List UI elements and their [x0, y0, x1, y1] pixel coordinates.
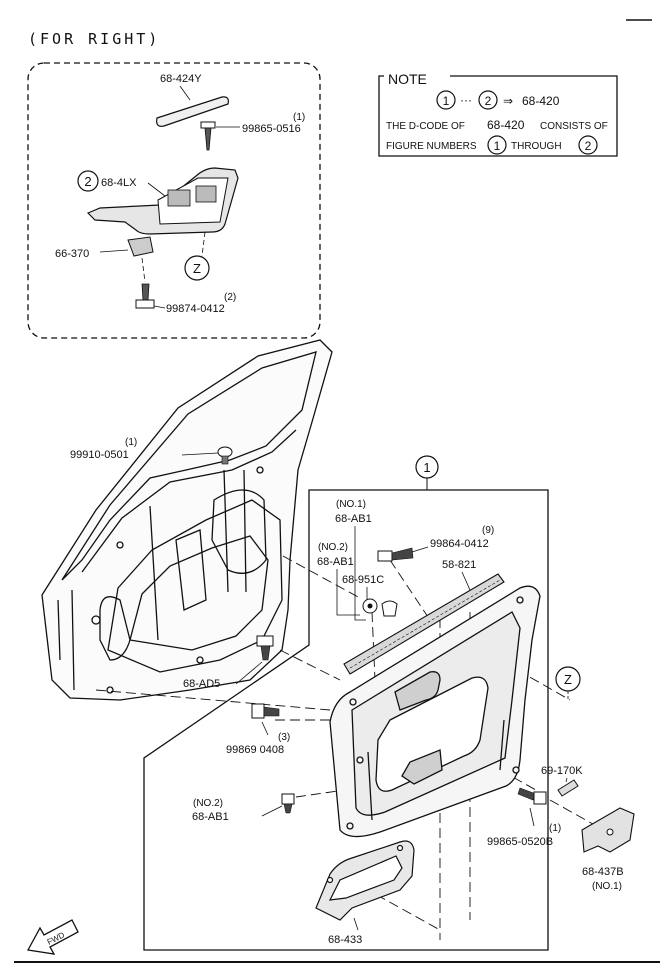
label-99864-0412: 99864-0412	[430, 538, 489, 550]
note-line2c: CONSISTS OF	[540, 121, 608, 132]
forward-arrow-icon: FWD	[26, 919, 79, 955]
label-68-ab1-b: 68-AB1	[317, 556, 354, 568]
screw-99874-0412	[135, 283, 155, 309]
grommet-68-951c	[362, 598, 398, 617]
note-circle-1: 1	[443, 94, 450, 108]
label-99869-0408: 99869 0408	[226, 744, 284, 756]
label-no1-b: (NO.1)	[592, 881, 622, 892]
note-arrow: ⇒	[503, 94, 513, 108]
label-68-433: 68-433	[328, 934, 362, 946]
qty-99864-0412: (9)	[482, 525, 494, 536]
diagram-title: (FOR RIGHT)	[28, 30, 160, 48]
screw-99865-0516	[200, 121, 216, 151]
note-circle-1b: 1	[494, 139, 501, 153]
label-68-ad5: 68-AD5	[183, 678, 220, 690]
label-no2-a: (NO.2)	[318, 542, 348, 553]
screw-99869-0408	[251, 703, 280, 719]
clip-66-370	[127, 236, 154, 257]
door-frame	[41, 339, 333, 701]
panel-assembly-box	[143, 489, 549, 951]
inset-box	[27, 62, 321, 339]
callout-z-right: Z	[564, 672, 572, 687]
label-99874-0412: 99874-0412	[166, 303, 225, 315]
bolt-68-ab1-no1	[377, 547, 414, 562]
note-range-code: 68-420	[522, 94, 560, 108]
label-99865-0520b: 99865-0520B	[487, 836, 553, 848]
label-no2-b: (NO.2)	[193, 798, 223, 809]
door-trim-panel	[329, 585, 541, 838]
note-box: NOTE 1 ··· 2 ⇒ 68-420 THE D-CODE OF 68-4…	[378, 71, 618, 157]
label-68-ab1-c: 68-AB1	[192, 811, 229, 823]
qty-99869-0408: (3)	[278, 732, 290, 743]
label-99865-0516: 99865-0516	[242, 123, 301, 135]
qty-99910-0501: (1)	[125, 437, 137, 448]
label-58-821: 58-821	[442, 559, 476, 571]
qty-99865-0516: (1)	[293, 112, 305, 123]
callout-z-inset: Z	[193, 261, 201, 276]
note-ellipsis: ···	[460, 93, 472, 107]
weatherstrip-58-821	[343, 573, 505, 675]
label-no1-a: (NO.1)	[336, 499, 366, 510]
callout-2: 2	[84, 174, 91, 189]
qty-99874-0412: (2)	[224, 292, 236, 303]
callout-1: 1	[423, 460, 430, 475]
label-68-437b: 68-437B	[582, 866, 624, 878]
label-66-370: 66-370	[55, 248, 89, 260]
pocket-68-433	[315, 840, 415, 921]
note-circle-2: 2	[485, 94, 492, 108]
note-line2a: THE D-CODE OF	[386, 121, 465, 132]
label-68-4lx: 68-4LX	[101, 177, 137, 189]
qty-99865-0520b: (1)	[549, 823, 561, 834]
trim-strip-68-424y	[156, 96, 229, 127]
note-circle-2b: 2	[585, 139, 592, 153]
label-68-ab1-a: 68-AB1	[335, 513, 372, 525]
note-line3a: FIGURE NUMBERS	[386, 141, 477, 152]
screw-99865-0520b	[517, 787, 547, 805]
label-68-951c: 68-951C	[342, 574, 384, 586]
bolt-68-ab1-no2	[281, 793, 295, 814]
label-69-170k: 69-170K	[541, 765, 583, 777]
note-line3b: THROUGH	[511, 141, 562, 152]
cap-69-170k	[557, 779, 579, 797]
note-line2b: 68-420	[487, 118, 525, 132]
clip-68-ad5	[256, 635, 274, 661]
label-99910-0501: 99910-0501	[70, 449, 129, 461]
clip-99910-0501	[217, 446, 233, 465]
label-68-424y: 68-424Y	[160, 73, 202, 85]
note-heading: NOTE	[388, 71, 427, 87]
